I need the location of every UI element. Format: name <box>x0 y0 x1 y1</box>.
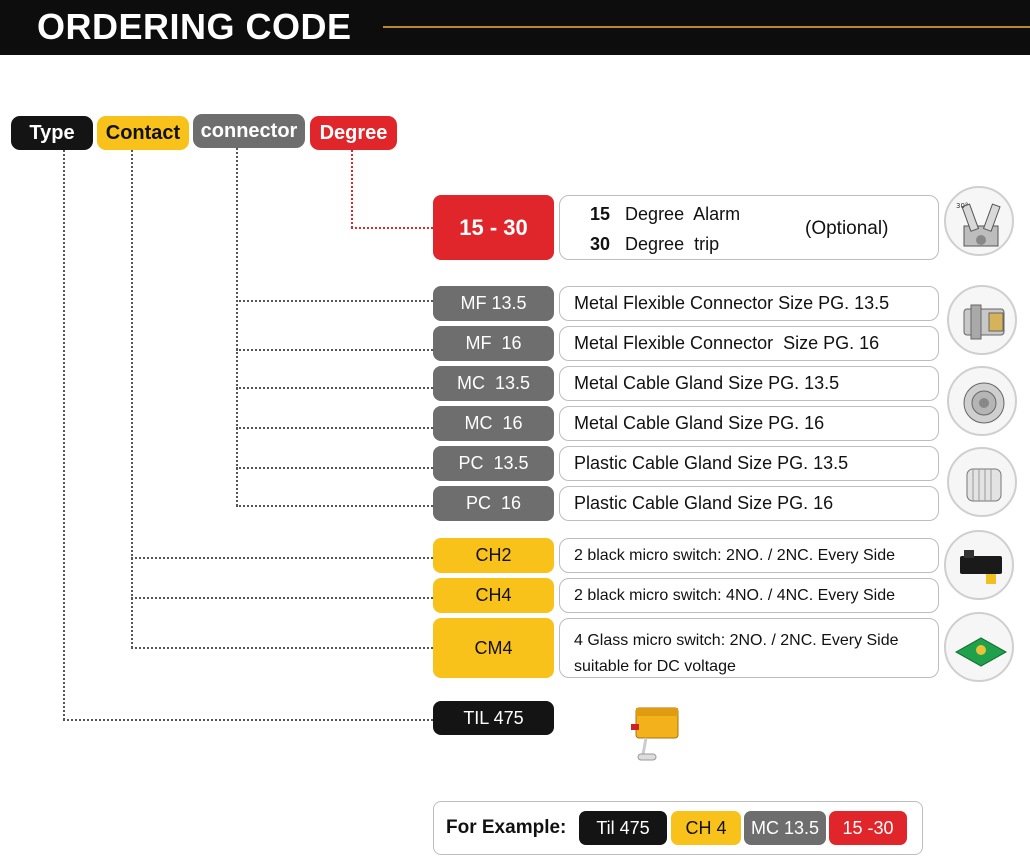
degree-vertical-line <box>351 150 353 228</box>
glass-micro-switch-image <box>944 612 1014 682</box>
degree-description: 15 Degree Alarm 30 Degree trip (Optional… <box>559 195 939 260</box>
metal-cable-gland-image <box>947 366 1017 436</box>
black-micro-switch-image <box>944 530 1014 600</box>
type-code-til475: TIL 475 <box>433 701 554 735</box>
contact-code-ch4: CH4 <box>433 578 554 613</box>
degree-alarm-value: 15 <box>590 204 611 224</box>
degree-trip-value: 30 <box>590 234 611 254</box>
header-bar: ORDERING CODE <box>0 0 1030 55</box>
contact-branch-line <box>131 647 433 649</box>
type-branch-line <box>63 719 433 721</box>
header-divider <box>383 26 1030 28</box>
connector-code-mf135: MF 13.5 <box>433 286 554 321</box>
degree-trip-label: Degree trip <box>625 234 720 254</box>
connector-branch-line <box>236 505 433 507</box>
degree-horizontal-line <box>351 227 433 229</box>
svg-text:30°: 30° <box>956 202 968 210</box>
contact-code-ch2: CH2 <box>433 538 554 573</box>
example-type-pill: Til 475 <box>579 811 667 845</box>
connector-code-pc16: PC 16 <box>433 486 554 521</box>
connector-header-pill: connector <box>193 114 305 148</box>
contact-desc-ch2: 2 black micro switch: 2NO. / 2NC. Every … <box>559 538 939 573</box>
example-box: For Example: Til 475 CH 4 MC 13.5 15 -30 <box>433 801 923 855</box>
plastic-cable-gland-image <box>947 447 1017 517</box>
limit-switch-image <box>628 702 688 764</box>
connector-branch-line <box>236 427 433 429</box>
example-contact-pill: CH 4 <box>671 811 741 845</box>
contact-header-pill: Contact <box>97 116 189 150</box>
contact-vertical-line <box>131 150 133 648</box>
connector-desc-mf16: Metal Flexible Connector Size PG. 16 <box>559 326 939 361</box>
type-vertical-line <box>63 150 65 720</box>
example-label: For Example: <box>446 817 567 838</box>
contact-branch-line <box>131 557 433 559</box>
contact-desc-cm4-line1: 4 Glass micro switch: 2NO. / 2NC. Every … <box>574 632 899 649</box>
connector-desc-mf135: Metal Flexible Connector Size PG. 13.5 <box>559 286 939 321</box>
degree-switch-image: 30° <box>944 186 1014 256</box>
connector-code-pc135: PC 13.5 <box>433 446 554 481</box>
example-connector-pill: MC 13.5 <box>744 811 826 845</box>
connector-branch-line <box>236 387 433 389</box>
connector-desc-pc135: Plastic Cable Gland Size PG. 13.5 <box>559 446 939 481</box>
degree-code: 15 - 30 <box>433 195 554 260</box>
connector-vertical-line <box>236 148 238 506</box>
connector-code-mf16: MF 16 <box>433 326 554 361</box>
connector-code-mc135: MC 13.5 <box>433 366 554 401</box>
optional-label: (Optional) <box>805 218 889 239</box>
degree-alarm-label: Degree Alarm <box>625 204 741 224</box>
connector-desc-mc16: Metal Cable Gland Size PG. 16 <box>559 406 939 441</box>
contact-desc-cm4-line2: suitable for DC voltage <box>574 658 736 675</box>
connector-branch-line <box>236 300 433 302</box>
example-degree-pill: 15 -30 <box>829 811 907 845</box>
connector-desc-mc135: Metal Cable Gland Size PG. 13.5 <box>559 366 939 401</box>
connector-desc-pc16: Plastic Cable Gland Size PG. 16 <box>559 486 939 521</box>
type-header-pill: Type <box>11 116 93 150</box>
contact-code-cm4: CM4 <box>433 618 554 678</box>
metal-flexible-connector-image <box>947 285 1017 355</box>
contact-desc-cm4: 4 Glass micro switch: 2NO. / 2NC. Every … <box>559 618 939 678</box>
connector-branch-line <box>236 349 433 351</box>
degree-header-pill: Degree <box>310 116 397 150</box>
connector-code-mc16: MC 16 <box>433 406 554 441</box>
connector-branch-line <box>236 467 433 469</box>
contact-branch-line <box>131 597 433 599</box>
contact-desc-ch4: 2 black micro switch: 4NO. / 4NC. Every … <box>559 578 939 613</box>
page-title: ORDERING CODE <box>37 6 352 47</box>
